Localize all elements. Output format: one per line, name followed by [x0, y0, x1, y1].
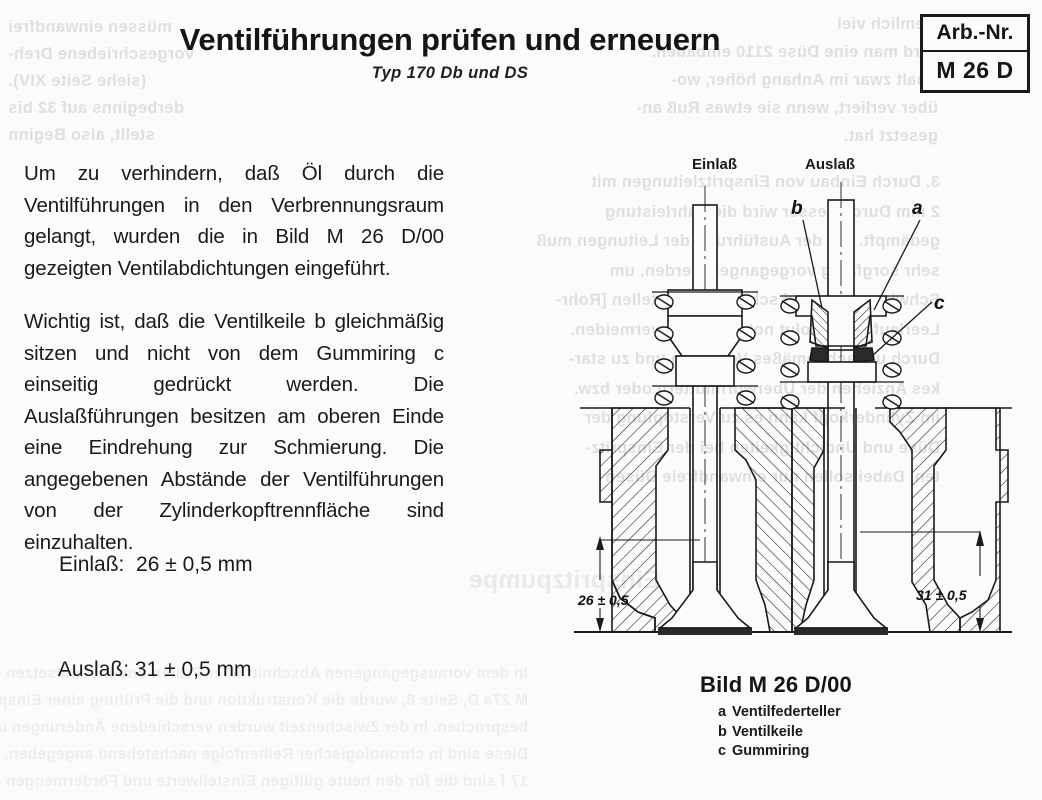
valve-assembly-drawing: Einlaß Auslaß b a c 26 ± 0,5 31 ± 0,5: [560, 150, 1030, 670]
legend-key-c: c: [718, 743, 727, 759]
job-number-label: Arb.-Nr.: [923, 17, 1027, 52]
spec-label-inlet: Einlaß:: [59, 553, 125, 576]
callout-c: c: [934, 293, 945, 314]
dimension-outlet: 31 ± 0,5: [916, 587, 967, 603]
spec-row-outlet: Auslaß: 31 ± 0,5 mm: [24, 617, 253, 722]
body-text-column: Um zu verhindern, daß Öl durch die Venti…: [24, 158, 444, 580]
figure-caption: Bild M 26 D/00: [700, 672, 852, 697]
spec-label-outlet: Auslaß:: [57, 658, 130, 681]
job-number-value: M 26 D: [936, 57, 1014, 83]
job-number-box: Arb.-Nr. M 26 D: [920, 14, 1030, 93]
figure-label-inlet: Einlaß: [692, 156, 738, 173]
legend-item-a: a Ventilfederteller: [718, 703, 841, 723]
page-title: Ventilführungen prüfen und erneuern: [179, 22, 721, 57]
legend-text-a: Ventilfederteller: [732, 704, 841, 720]
legend-item-b: b Ventilkeile: [718, 723, 841, 743]
paragraph-2: Wichtig ist, daß die Ventilkeile b gleic…: [24, 310, 444, 554]
valve-section-svg: [574, 182, 1012, 635]
spec-value-inlet: 26 ± 0,5 mm: [136, 553, 253, 576]
callout-b: b: [791, 198, 803, 219]
callout-a: a: [912, 198, 923, 219]
legend-key-b: b: [718, 723, 727, 740]
specification-list: Einlaß: 26 ± 0,5 mm Auslaß: 31 ± 0,5 mm: [24, 512, 253, 722]
legend-text-c: Gummiring: [732, 743, 810, 759]
dimension-inlet: 26 ± 0,5: [578, 592, 629, 608]
spec-row-inlet: Einlaß: 26 ± 0,5 mm: [24, 512, 253, 617]
figure-legend: a Ventilfederteller b Ventilkeile c Gummiri…: [718, 703, 841, 762]
figure-label-outlet: Auslaß: [805, 156, 856, 173]
paragraph-1: Um zu verhindern, daß Öl durch die Venti…: [24, 162, 444, 280]
page-subtitle: Typ 170 Db und DS: [371, 64, 529, 82]
legend-text-b: Ventilkeile: [732, 723, 803, 740]
legend-item-c: c Gummiring: [718, 742, 841, 762]
spec-value-outlet: 31 ± 0,5 mm: [134, 658, 252, 681]
legend-key-a: a: [718, 704, 727, 720]
